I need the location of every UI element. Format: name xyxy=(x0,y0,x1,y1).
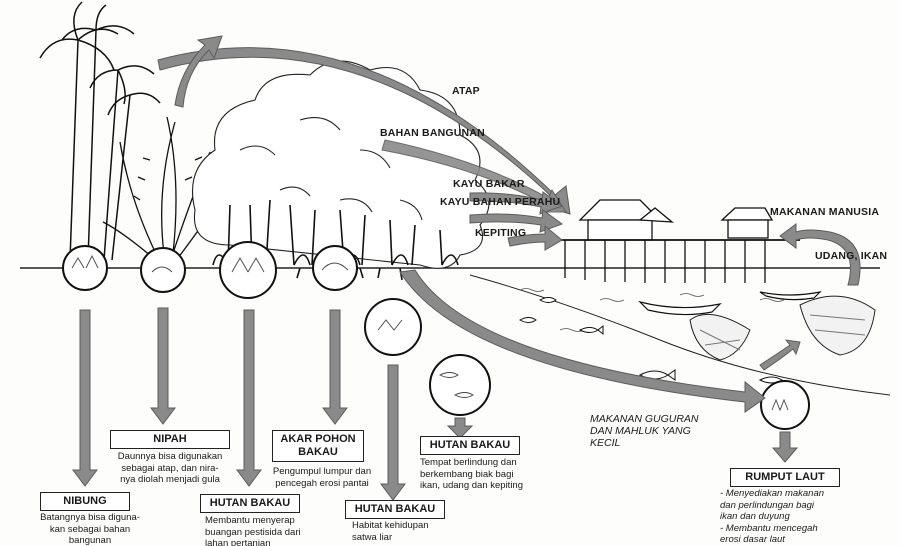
hutan-bakau-fish-description: Tempat berlindung dan berkembang biak ba… xyxy=(420,457,523,491)
down-arrows xyxy=(72,307,799,501)
label-kayu-bakar: KAYU BAKAR xyxy=(453,178,525,190)
hutan-bakau-pesticide-description: Membantu menyerap buangan pestisida dari… xyxy=(205,515,301,546)
hutan-bakau-fish-title-box: HUTAN BAKAU xyxy=(420,436,520,455)
label-makanan-guguran: MAKANAN GUGURAN DAN MAHLUK YANG KECIL xyxy=(590,413,699,449)
hutan-bakau-wildlife-title-box: HUTAN BAKAU xyxy=(345,500,445,519)
nibung-palm-illustration xyxy=(39,1,161,261)
stilt-houses-illustration xyxy=(555,199,800,283)
akar-title-box: AKAR POHON BAKAU xyxy=(272,430,364,462)
nibung-title-box: NIBUNG xyxy=(40,492,130,511)
flow-arrows xyxy=(157,35,861,413)
hutan-bakau-wildlife-description: Habitat kehidupan satwa liar xyxy=(352,520,429,543)
label-udang-ikan: UDANG, IKAN xyxy=(815,250,888,262)
akar-description: Pengumpul lumpur dan pencegah erosi pant… xyxy=(272,466,372,489)
label-atap: ATAP xyxy=(452,85,480,97)
rumput-laut-description: - Menyediakan makanan dan perlindungan b… xyxy=(720,488,825,545)
circle-inner-sketches xyxy=(71,254,789,412)
label-makanan-manusia: MAKANAN MANUSIA xyxy=(770,206,880,218)
label-kepiting: KEPITING xyxy=(475,227,527,239)
nipah-description: Daunnya bisa digunakan sebagai atap, dan… xyxy=(117,451,223,485)
detail-circles xyxy=(62,241,810,430)
nibung-description: Batangnya bisa diguna- kan sebagai bahan… xyxy=(40,512,140,546)
rumput-laut-title-box: RUMPUT LAUT xyxy=(730,468,840,487)
label-bahan-bangunan: BAHAN BANGUNAN xyxy=(380,127,485,139)
nipah-title-box: NIPAH xyxy=(110,430,230,449)
hutan-bakau-pesticide-title-box: HUTAN BAKAU xyxy=(200,494,300,513)
fishing-nets-illustration xyxy=(689,295,876,361)
label-kayu-bahan-perahu: KAYU BAHAN PERAHU xyxy=(440,196,561,208)
boat-illustration xyxy=(638,291,822,316)
